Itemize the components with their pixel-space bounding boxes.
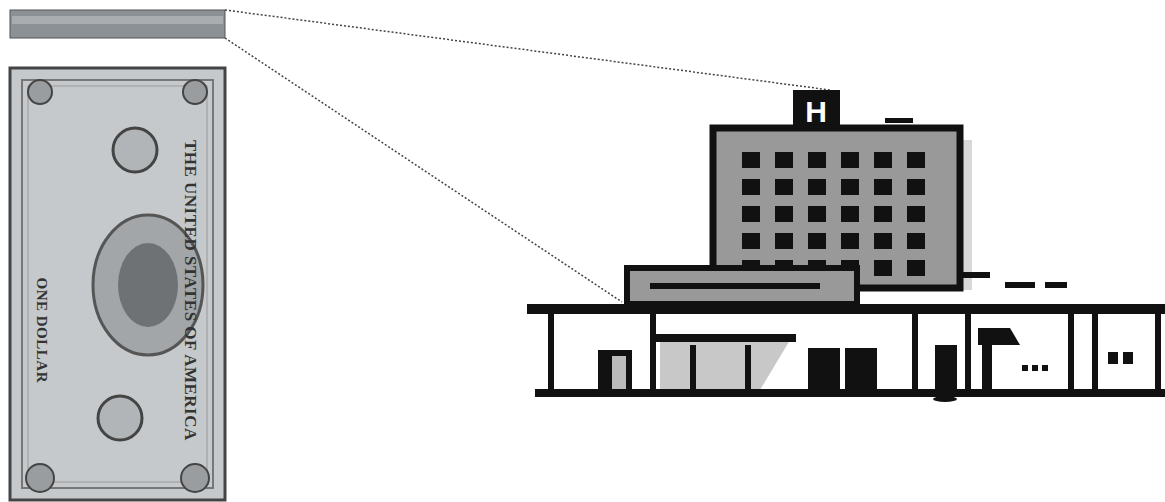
bill-inner-border bbox=[28, 86, 207, 482]
corner-ornament bbox=[28, 80, 52, 104]
wing-band bbox=[650, 283, 820, 289]
door-panel bbox=[612, 356, 626, 392]
bill-border bbox=[22, 80, 213, 488]
column bbox=[548, 314, 554, 392]
door bbox=[808, 348, 840, 392]
window-dot bbox=[1032, 365, 1038, 371]
door bbox=[982, 345, 992, 392]
awning bbox=[978, 328, 1020, 345]
door bbox=[598, 350, 632, 392]
bank-seal bbox=[113, 128, 157, 172]
corner-ornament bbox=[181, 464, 209, 492]
shadow bbox=[933, 396, 957, 402]
canopy-shadow bbox=[660, 340, 790, 390]
window-dot bbox=[1022, 365, 1028, 371]
hospital-sign-letter: H bbox=[793, 95, 840, 128]
zoom-line bbox=[225, 38, 622, 302]
roof-detail bbox=[885, 118, 913, 123]
middle-wing bbox=[627, 268, 857, 304]
corner-ornament bbox=[26, 464, 54, 492]
window bbox=[1123, 352, 1133, 364]
window bbox=[1108, 352, 1118, 364]
bill-heading: THE UNITED STATES OF AMERICA bbox=[181, 130, 200, 450]
bill-denomination: ONE DOLLAR bbox=[34, 240, 51, 420]
ledge bbox=[1005, 282, 1035, 288]
door bbox=[935, 345, 957, 392]
ledge bbox=[1045, 282, 1067, 288]
canopy bbox=[656, 334, 796, 342]
bill-strip bbox=[10, 10, 225, 38]
hospital-sign bbox=[793, 90, 840, 130]
portrait bbox=[118, 243, 178, 327]
column bbox=[912, 314, 918, 392]
zoom-line bbox=[225, 10, 830, 90]
corner-ornament bbox=[183, 80, 207, 104]
pillar bbox=[745, 345, 751, 392]
roof-line bbox=[527, 304, 1165, 314]
windows bbox=[740, 150, 938, 285]
column bbox=[1092, 314, 1098, 392]
dollar-bill bbox=[10, 68, 225, 500]
column bbox=[1155, 314, 1161, 392]
window-dot bbox=[1042, 365, 1048, 371]
bill-strip-pattern bbox=[12, 16, 223, 24]
door bbox=[845, 348, 877, 392]
pillar bbox=[690, 345, 696, 392]
treasury-seal bbox=[98, 396, 142, 440]
column bbox=[1068, 314, 1074, 392]
column bbox=[650, 314, 656, 392]
ledge bbox=[960, 272, 990, 278]
hospital-tower bbox=[713, 128, 960, 288]
column bbox=[965, 314, 971, 392]
base-line bbox=[535, 389, 1165, 397]
